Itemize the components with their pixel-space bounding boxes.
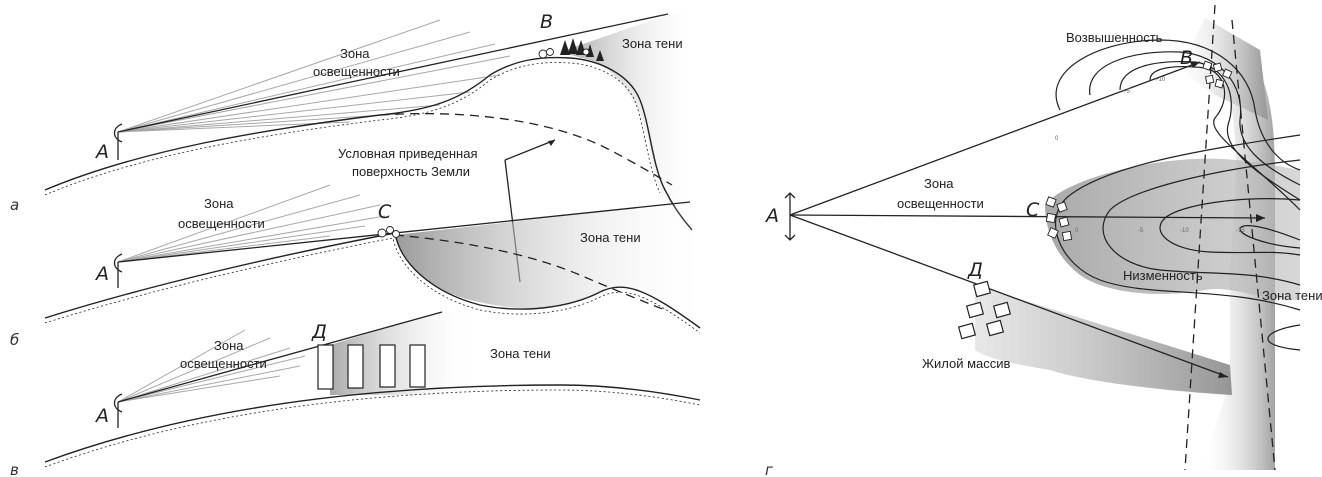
shadow-zone-label: Зона тени — [580, 230, 641, 245]
elevation-label: Возвышенность — [1066, 30, 1163, 45]
contour-label: 0 — [1075, 228, 1079, 234]
illumination-rays — [117, 19, 511, 133]
panel-b: A C Зона освещенности Зона тени б — [10, 184, 701, 349]
lit-zone-label-line2: освещенности — [180, 356, 267, 371]
label-point-d: Д — [967, 259, 983, 281]
surface-arrowhead — [548, 140, 555, 146]
forest-trees — [560, 38, 604, 61]
shadow-zone-area — [395, 202, 700, 330]
village-houses — [377, 226, 400, 238]
label-point-c: C — [1026, 199, 1040, 221]
contour-label: +5 — [1123, 89, 1131, 95]
label-point-a: A — [764, 205, 779, 227]
reduced-earth-surface — [394, 234, 666, 311]
shadow-zone-label: Зона тени — [1262, 288, 1322, 303]
radar-rays — [789, 61, 1266, 378]
lit-zone-label-line1: Зона — [214, 338, 244, 353]
illumination-rays — [117, 184, 386, 263]
lowland-contours — [1054, 134, 1301, 351]
label-point-b: B — [1180, 47, 1193, 69]
panel-v: A Д Зона освещенности Зона тени в — [10, 311, 701, 477]
lowland-houses — [1045, 196, 1073, 242]
lit-zone-label-line2: освещенности — [178, 216, 265, 231]
tangent-ray — [117, 13, 669, 133]
tangent-ray — [117, 201, 691, 263]
contour-label: +10 — [1155, 77, 1166, 83]
surface-label-line1: Условная приведенная — [338, 146, 478, 161]
tangent-ray — [117, 311, 443, 403]
label-point-b: B — [540, 11, 553, 33]
illumination-rays — [117, 329, 306, 403]
ground-surface — [44, 56, 693, 231]
ground-hatching — [44, 389, 701, 468]
radar-antenna-a — [113, 393, 123, 428]
contour-label: 0 — [1055, 136, 1059, 142]
reduced-earth-surface — [379, 112, 673, 186]
ground-surface — [44, 384, 701, 463]
label-point-a: A — [94, 141, 109, 163]
arrowhead-d — [1218, 372, 1228, 378]
panel-a: A B Зона освещенности Зона тени Условная… — [10, 11, 693, 283]
building-1 — [317, 344, 334, 390]
lit-zone-label-line2: освещенности — [313, 64, 400, 79]
label-point-c: C — [378, 201, 392, 223]
surface-label-line2: поверхность Земли — [352, 164, 470, 179]
label-point-a: A — [94, 405, 109, 427]
building-2 — [347, 344, 364, 389]
ground-surface — [44, 232, 701, 329]
radar-antenna-a — [113, 123, 123, 160]
contour-label: -5 — [1138, 228, 1144, 234]
lit-zone-label-line2: освещенности — [897, 196, 984, 211]
shadow-zone-area — [330, 312, 470, 395]
contour-value-labels: 0 +5 +10 0 -5 -10 -15 — [1055, 77, 1245, 234]
panel-label-b: б — [10, 331, 19, 349]
elevation-contours — [1055, 39, 1301, 211]
label-point-d: Д — [311, 321, 327, 343]
panel-label-a: а — [10, 196, 19, 214]
panel-g: 0 +5 +10 0 -5 -10 -15 A B C Д Возвышенно… — [764, 4, 1322, 477]
lowland-label: Низменность — [1123, 268, 1203, 283]
village-houses — [538, 48, 590, 59]
residential-shadow — [975, 285, 1232, 395]
arrowhead-c — [1256, 214, 1265, 222]
radar-antenna-a — [113, 253, 123, 288]
contour-label: -15 — [1236, 228, 1245, 234]
residential-label: Жилой массив — [922, 356, 1011, 371]
shadow-zone-label: Зона тени — [622, 36, 683, 51]
buildings — [317, 344, 426, 390]
lowland-area — [1045, 158, 1300, 300]
shadow-boundary-right — [1231, 19, 1276, 471]
contour-label: -10 — [1180, 228, 1189, 234]
ray-to-c — [789, 214, 1266, 219]
arrowhead-b — [1190, 62, 1200, 68]
radar-symbol — [784, 192, 796, 241]
elevation-houses — [1202, 60, 1233, 89]
building-4 — [409, 344, 426, 388]
panel-label-g: г — [765, 461, 773, 477]
residential-blocks — [957, 280, 1012, 340]
shadow-zone-label: Зона тени — [490, 346, 551, 361]
lit-zone-label-line1: Зона — [204, 196, 234, 211]
building-3 — [379, 344, 396, 388]
lit-zone-label-line1: Зона — [340, 46, 370, 61]
lit-zone-label-line1: Зона — [924, 176, 954, 191]
ray-to-b — [789, 61, 1201, 216]
panel-label-v: в — [10, 461, 19, 477]
label-point-a: A — [94, 263, 109, 285]
ray-to-d — [789, 214, 1229, 378]
